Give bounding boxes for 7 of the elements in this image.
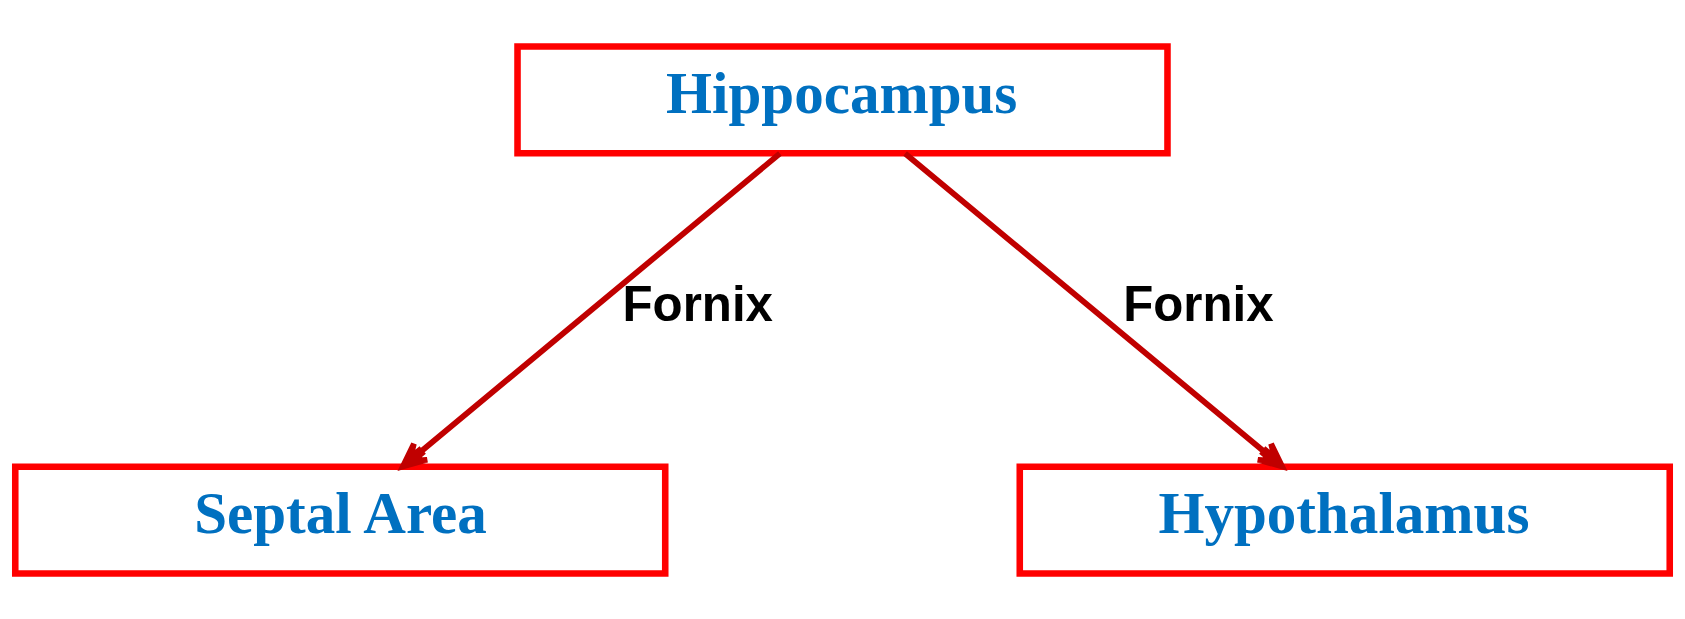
- edge-label: Fornix: [1123, 275, 1274, 331]
- node-box: Septal Area: [12, 462, 669, 577]
- node-box: Hypothalamus: [1016, 462, 1673, 577]
- arrow: [400, 150, 782, 469]
- arrow: [903, 150, 1285, 469]
- node-box: Hippocampus: [514, 42, 1171, 157]
- edge-label: Fornix: [622, 275, 774, 331]
